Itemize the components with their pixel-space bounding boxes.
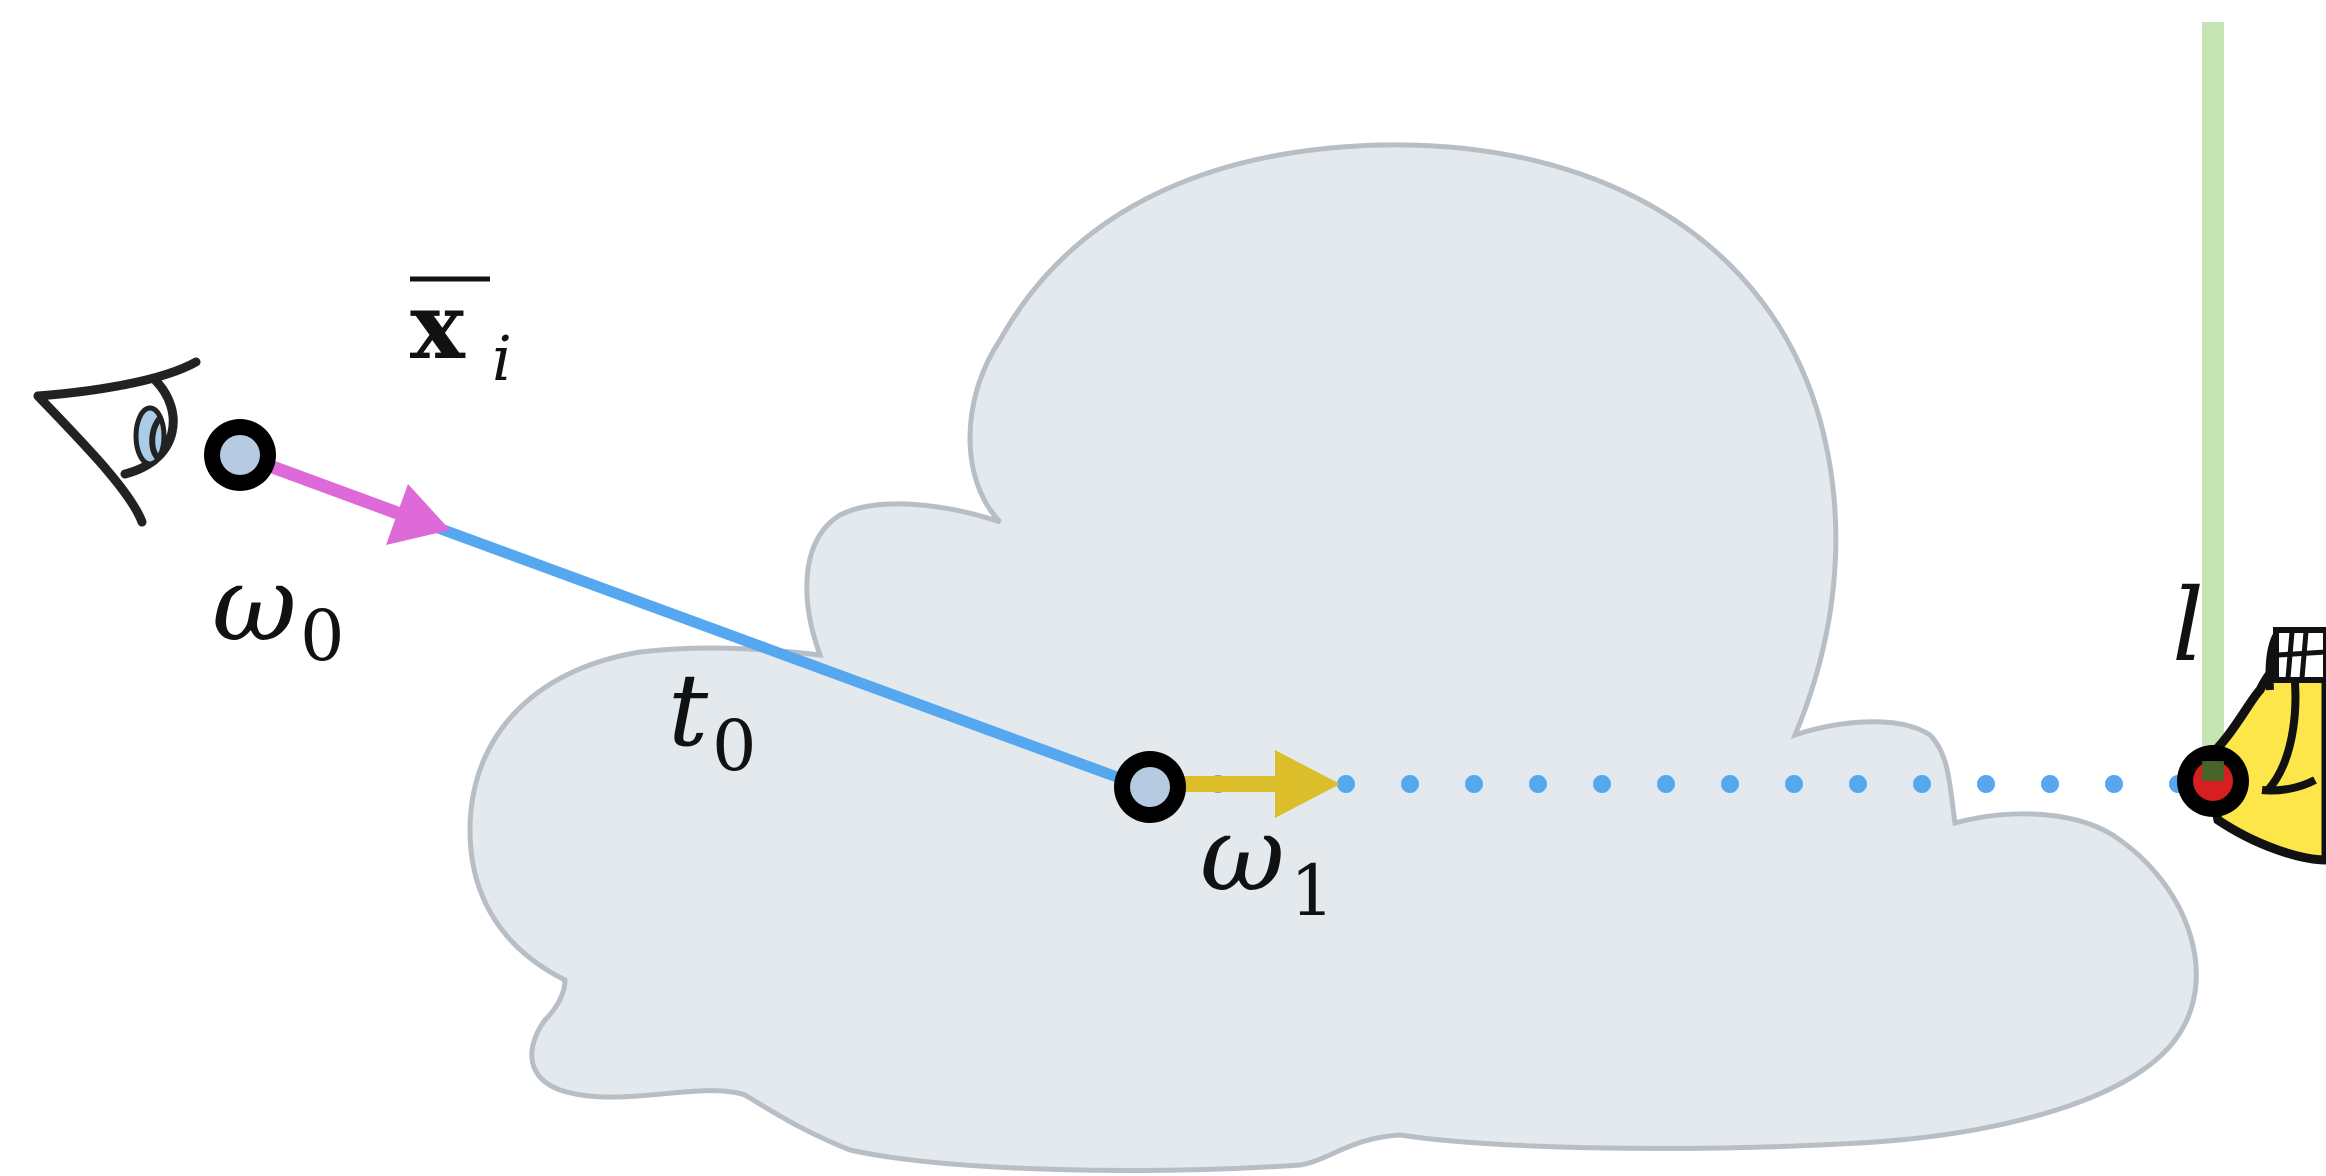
label-t0-subscript: 0 [712, 705, 757, 787]
label-mean-symbol: x [410, 272, 466, 380]
label-omega0-subscript: 0 [300, 595, 345, 677]
eye-icon [38, 362, 196, 522]
vertex-omega1 [1114, 751, 1186, 823]
light-marker-bar [2202, 22, 2224, 782]
vertex-omega0 [204, 419, 276, 491]
label-mean-position: x i [410, 272, 512, 395]
label-omega1-subscript: 1 [1290, 850, 1335, 932]
label-omega0: ω 0 [212, 543, 345, 677]
label-t0-symbol: t [668, 652, 709, 769]
label-mean-subscript: i [492, 322, 512, 395]
participating-medium [470, 145, 2196, 1171]
label-light: l [2172, 567, 2204, 684]
label-omega1-symbol: ω [1200, 793, 1285, 915]
label-omega0-symbol: ω [212, 543, 297, 665]
vertex-light [2177, 745, 2249, 817]
